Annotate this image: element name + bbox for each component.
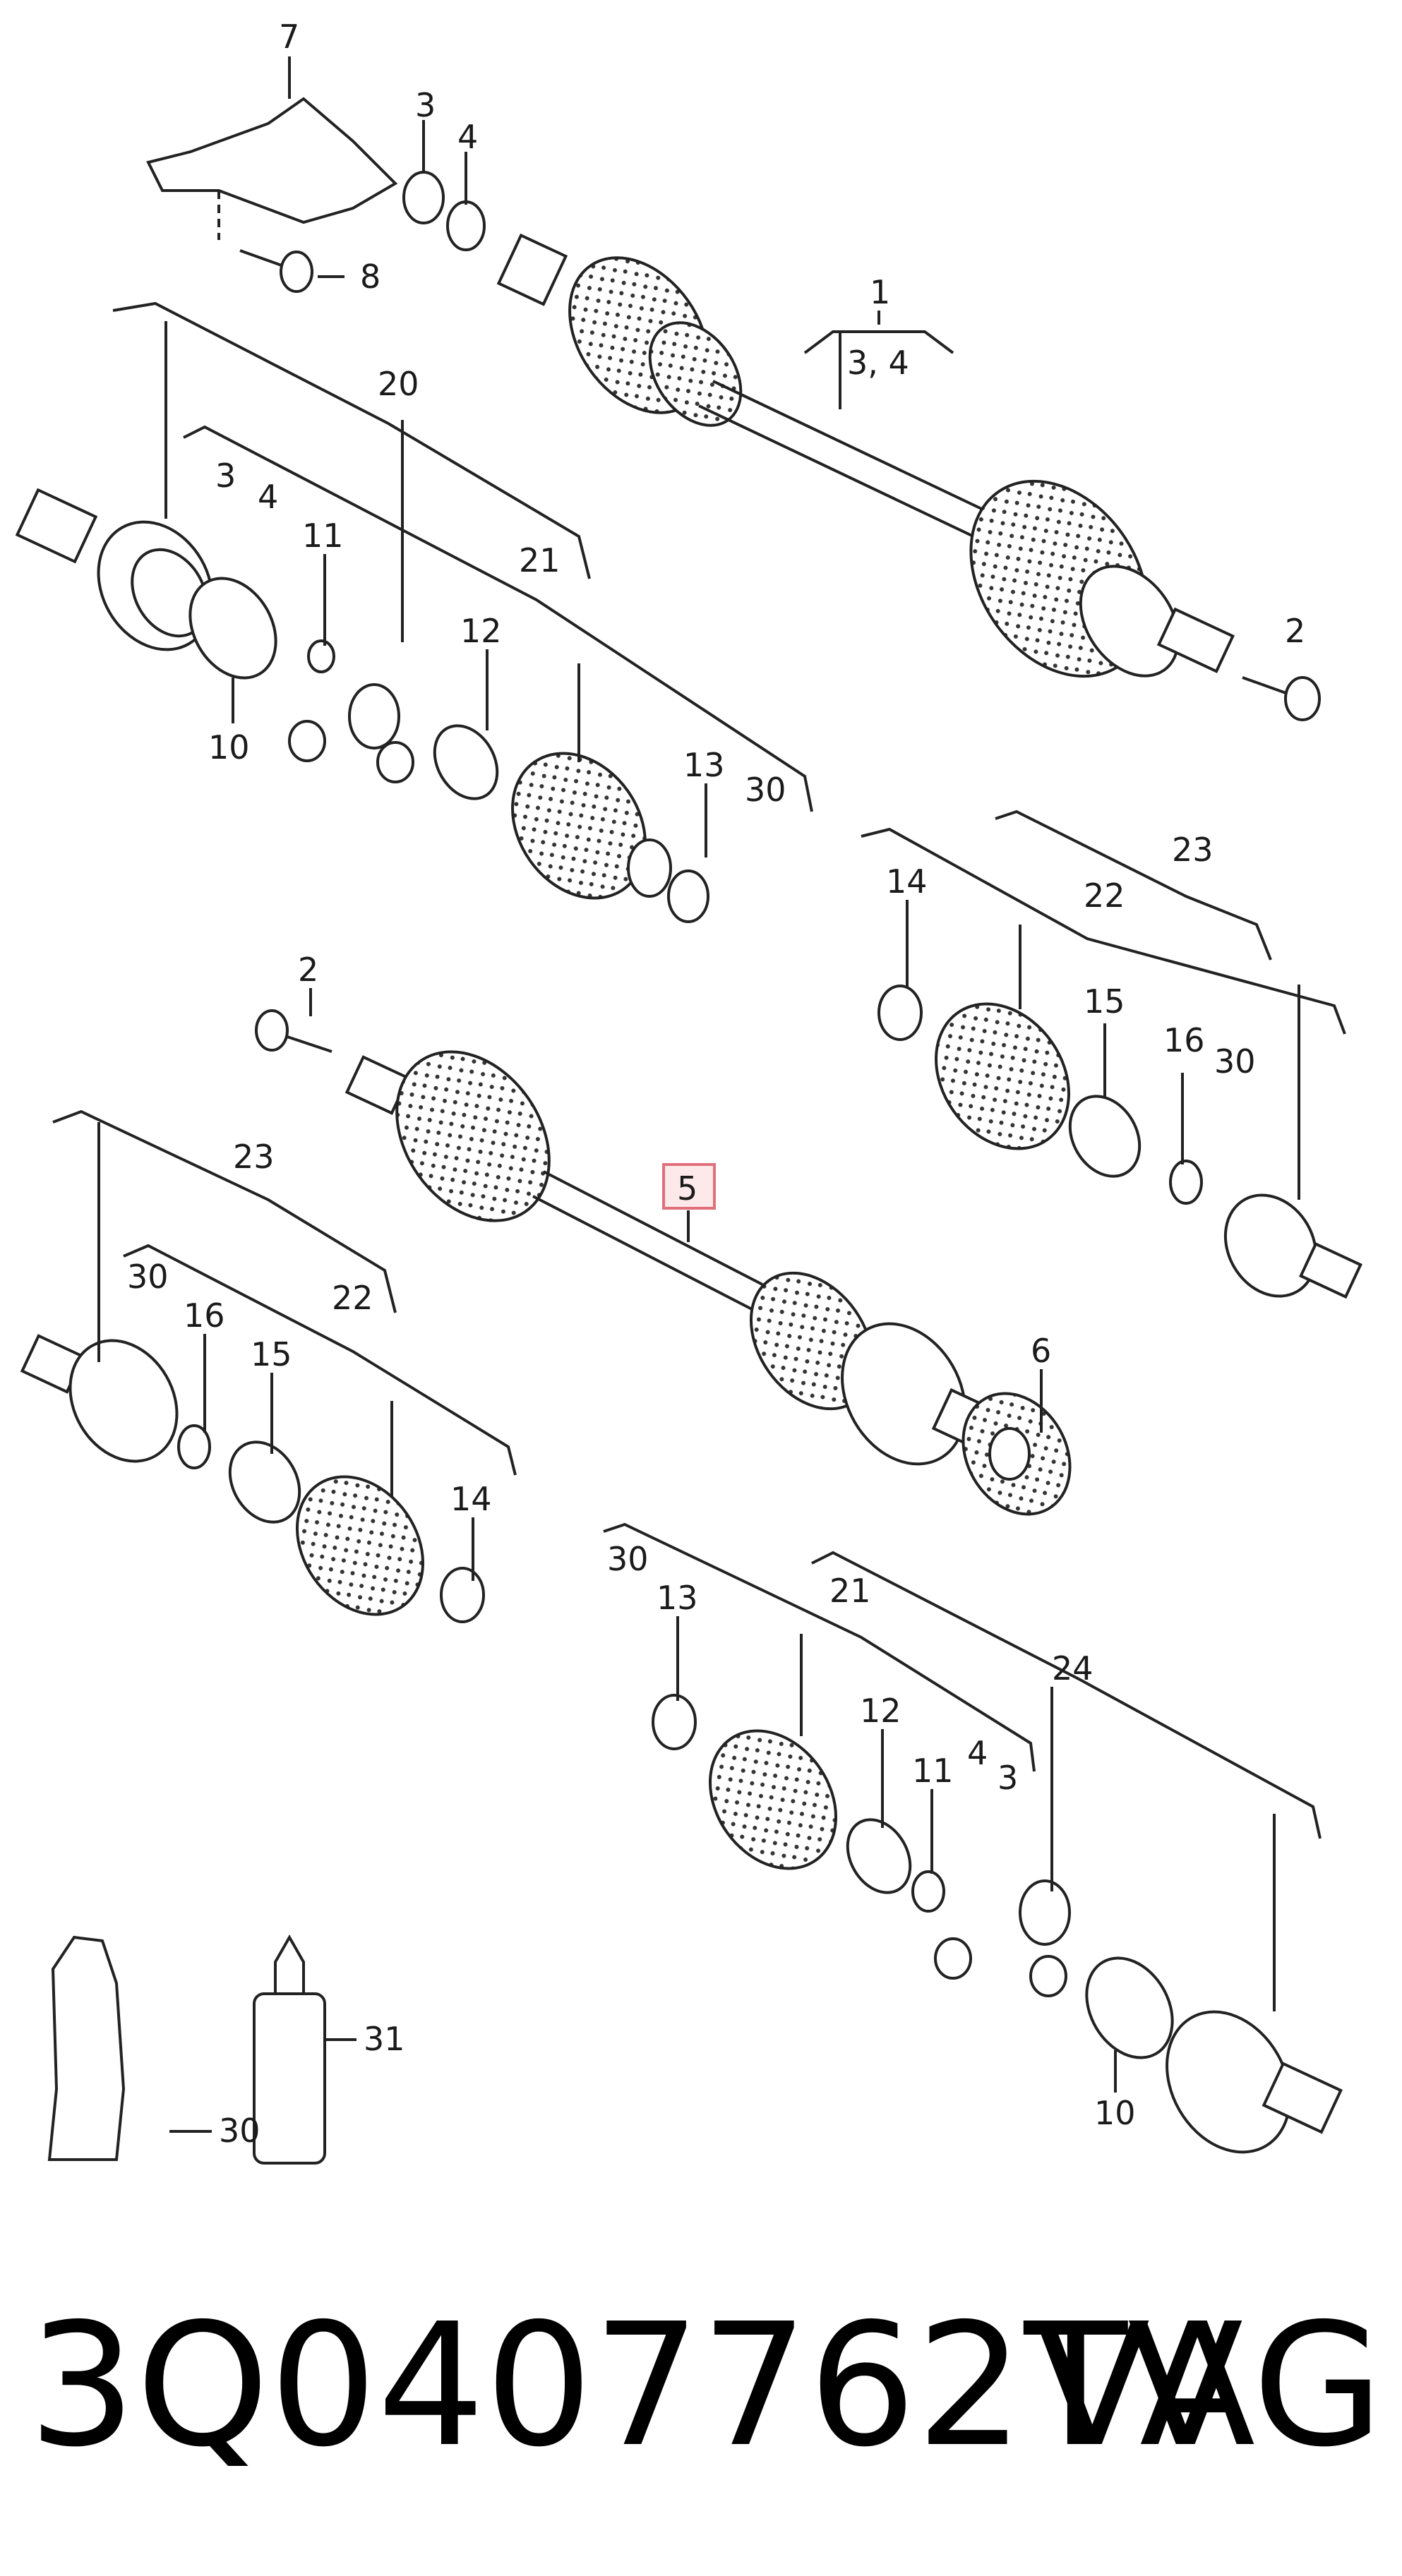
heat-shield — [146, 97, 398, 240]
label-10-lower: 10 — [1094, 2094, 1136, 2132]
label-13-upper: 13 — [683, 746, 725, 784]
label-2-mid: 2 — [298, 951, 318, 989]
label-7: 7 — [279, 18, 299, 56]
label-5: 5 — [677, 1169, 697, 1208]
label-4-top: 4 — [457, 118, 478, 156]
label-14-left: 14 — [450, 1480, 492, 1518]
brand-name: VAG — [1034, 2287, 1384, 2484]
label-23-right: 23 — [1172, 831, 1214, 869]
upper-drive-shaft — [496, 233, 1235, 678]
label-24: 24 — [1052, 1649, 1094, 1687]
label-21-upper: 21 — [519, 541, 561, 579]
label-4-upper: 4 — [258, 478, 278, 516]
middle-drive-shaft — [255, 1009, 1072, 1516]
inner-joint-kit-upper — [15, 488, 709, 923]
label-2-top: 2 — [1285, 612, 1305, 650]
label-13-lower: 13 — [657, 1579, 698, 1617]
label-11-lower: 11 — [912, 1752, 954, 1790]
ring-4 — [446, 200, 486, 251]
label-8: 8 — [360, 258, 381, 296]
caption: 3Q0407762TV VAG — [28, 2294, 1384, 2477]
inner-joint-kit-lower — [652, 1694, 1343, 2154]
label-21-lower: 21 — [829, 1572, 871, 1610]
sealant-bottle — [253, 1934, 326, 2165]
label-15-left: 15 — [251, 1335, 292, 1373]
label-4-lower: 4 — [967, 1734, 988, 1772]
label-22-right: 22 — [1084, 877, 1125, 915]
label-6: 6 — [1031, 1332, 1051, 1370]
label-3-lower: 3 — [997, 1759, 1018, 1797]
label-15-right: 15 — [1084, 982, 1125, 1021]
label-20: 20 — [378, 365, 419, 403]
label-16-left: 16 — [184, 1296, 225, 1335]
bolt-8 — [239, 249, 313, 293]
label-31: 31 — [364, 2020, 405, 2058]
label-22-left: 22 — [332, 1279, 373, 1317]
bolt-2-top — [1242, 676, 1321, 721]
label-30-tube: 30 — [219, 2112, 260, 2150]
label-16-right: 16 — [1163, 1021, 1205, 1059]
label-3-top: 3 — [415, 86, 436, 124]
label-10-upper: 10 — [208, 728, 250, 766]
leader-lines — [52, 56, 1346, 2133]
part-number: 3Q0407762TV — [28, 2287, 1244, 2484]
label-23-left: 23 — [233, 1138, 275, 1176]
label-30-lower: 30 — [607, 1540, 649, 1578]
label-30-upper: 30 — [745, 771, 786, 809]
outer-joint-kit-right — [877, 985, 1362, 1299]
label-11-upper: 11 — [302, 517, 344, 555]
label-14-right: 14 — [886, 862, 928, 901]
circlip-3 — [402, 171, 445, 224]
label-1: 1 — [870, 273, 890, 311]
callout-numbers: 1 3, 4 7 3 4 8 20 3 4 11 21 10 12 13 30 … — [127, 18, 1305, 2150]
label-30-right: 30 — [1214, 1042, 1256, 1081]
highlight-box — [662, 1163, 716, 1210]
label-12-lower: 12 — [860, 1692, 901, 1730]
label-3-4: 3, 4 — [847, 344, 909, 382]
label-12-upper: 12 — [460, 612, 502, 650]
outer-joint-kit-left — [20, 1334, 485, 1623]
label-3-upper: 3 — [215, 457, 236, 495]
grease-tube — [47, 1935, 126, 2161]
label-30-left: 30 — [127, 1258, 169, 1296]
